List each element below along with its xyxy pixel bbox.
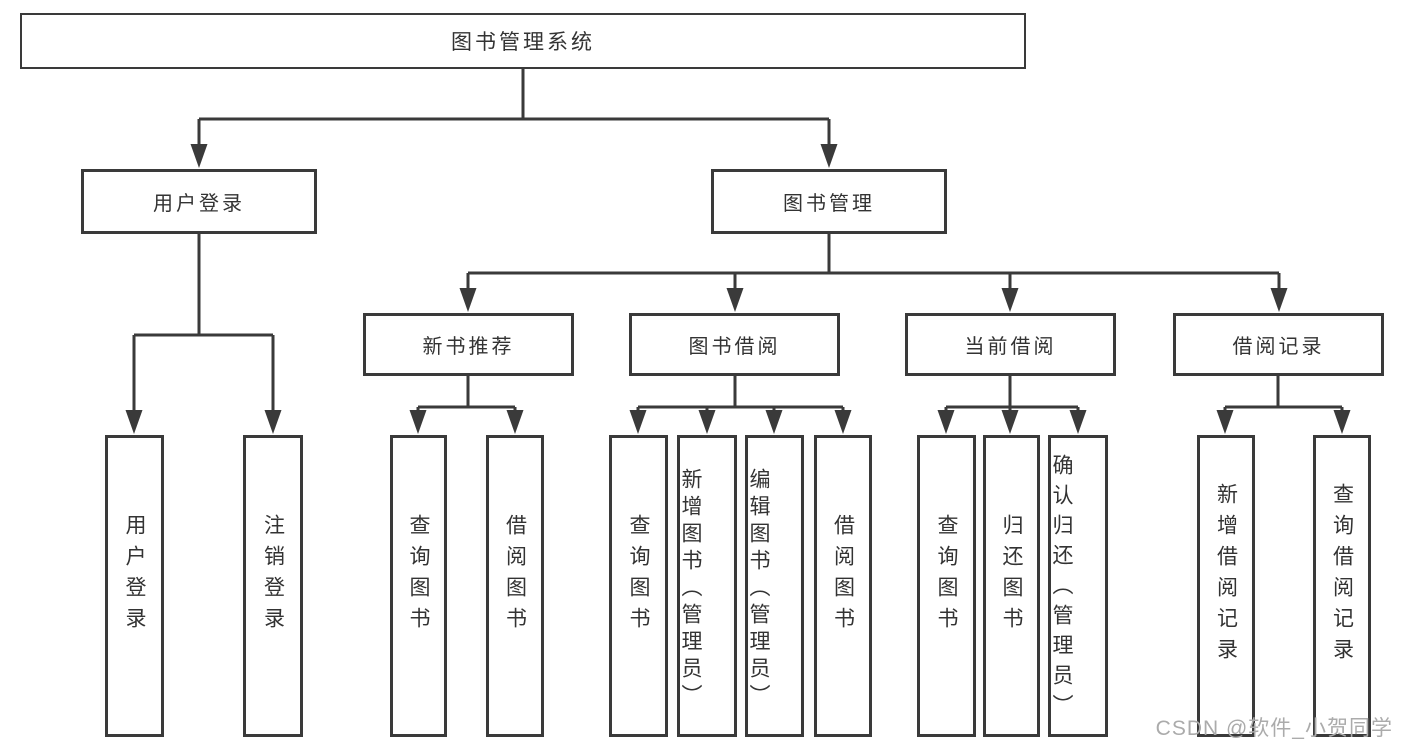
leaf-query-books-3-label: 查询图书 bbox=[935, 514, 958, 638]
arrowheads bbox=[125, 144, 1351, 434]
node-root-library-system: 图书管理系统 bbox=[20, 13, 1026, 69]
connector-root-to-level2 bbox=[197, 68, 831, 148]
leaf-borrow-books-1: 借阅图书 bbox=[486, 435, 544, 737]
node-new-book-recommend-label: 新书推荐 bbox=[422, 336, 515, 358]
leaf-query-borrow-record: 查询借阅记录 bbox=[1313, 435, 1371, 737]
connector-new-book-children bbox=[416, 376, 517, 414]
leaf-user-login-label: 用户登录 bbox=[123, 514, 146, 638]
leaf-query-books-2: 查询图书 bbox=[609, 435, 668, 737]
node-book-borrow-label: 图书借阅 bbox=[688, 336, 781, 358]
connector-borrow-record-children bbox=[1223, 376, 1344, 414]
leaf-return-book: 归还图书 bbox=[983, 435, 1040, 737]
leaf-query-books-1: 查询图书 bbox=[390, 435, 447, 737]
connector-book-borrow-children bbox=[636, 376, 845, 414]
leaf-add-book-admin-label: 新增图书（管理员） bbox=[679, 467, 702, 711]
leaf-user-login: 用户登录 bbox=[105, 435, 164, 737]
leaf-borrow-books-1-label: 借阅图书 bbox=[503, 514, 527, 638]
leaf-borrow-books-2: 借阅图书 bbox=[814, 435, 872, 737]
leaf-query-books-1-label: 查询图书 bbox=[407, 514, 430, 638]
connector-user-login-children bbox=[132, 233, 275, 414]
node-book-borrow: 图书借阅 bbox=[629, 313, 840, 376]
node-borrow-record: 借阅记录 bbox=[1173, 313, 1384, 376]
leaf-query-borrow-record-label: 查询借阅记录 bbox=[1330, 483, 1354, 669]
leaf-edit-book-admin-label: 编辑图书（管理员） bbox=[747, 467, 770, 711]
node-current-borrow: 当前借阅 bbox=[905, 313, 1116, 376]
connector-current-borrow-children bbox=[944, 376, 1080, 414]
leaf-add-borrow-record: 新增借阅记录 bbox=[1197, 435, 1255, 737]
leaf-confirm-return-admin: 确认归还（管理员） bbox=[1048, 435, 1108, 737]
node-current-borrow-label: 当前借阅 bbox=[964, 336, 1057, 358]
leaf-logout: 注销登录 bbox=[243, 435, 303, 737]
node-user-login-label: 用户登录 bbox=[153, 193, 245, 215]
leaf-query-books-2-label: 查询图书 bbox=[627, 514, 650, 638]
node-user-login: 用户登录 bbox=[81, 169, 317, 234]
leaf-add-borrow-record-label: 新增借阅记录 bbox=[1214, 483, 1238, 669]
leaf-confirm-return-admin-label: 确认归还（管理员） bbox=[1050, 454, 1073, 724]
node-root-label: 图书管理系统 bbox=[451, 31, 595, 54]
node-book-management: 图书管理 bbox=[711, 169, 947, 234]
leaf-query-books-3: 查询图书 bbox=[917, 435, 976, 737]
leaf-return-book-label: 归还图书 bbox=[1000, 514, 1023, 638]
node-book-management-label: 图书管理 bbox=[783, 193, 875, 215]
node-new-book-recommend: 新书推荐 bbox=[363, 313, 574, 376]
leaf-add-book-admin: 新增图书（管理员） bbox=[677, 435, 737, 737]
leaf-logout-label: 注销登录 bbox=[261, 514, 285, 638]
csdn-watermark: CSDN @软件_小贺同学 bbox=[1155, 717, 1393, 740]
connector-book-mgmt-to-level3 bbox=[466, 233, 1281, 292]
leaf-edit-book-admin: 编辑图书（管理员） bbox=[745, 435, 804, 737]
leaf-borrow-books-2-label: 借阅图书 bbox=[831, 514, 855, 638]
node-borrow-record-label: 借阅记录 bbox=[1232, 336, 1325, 358]
